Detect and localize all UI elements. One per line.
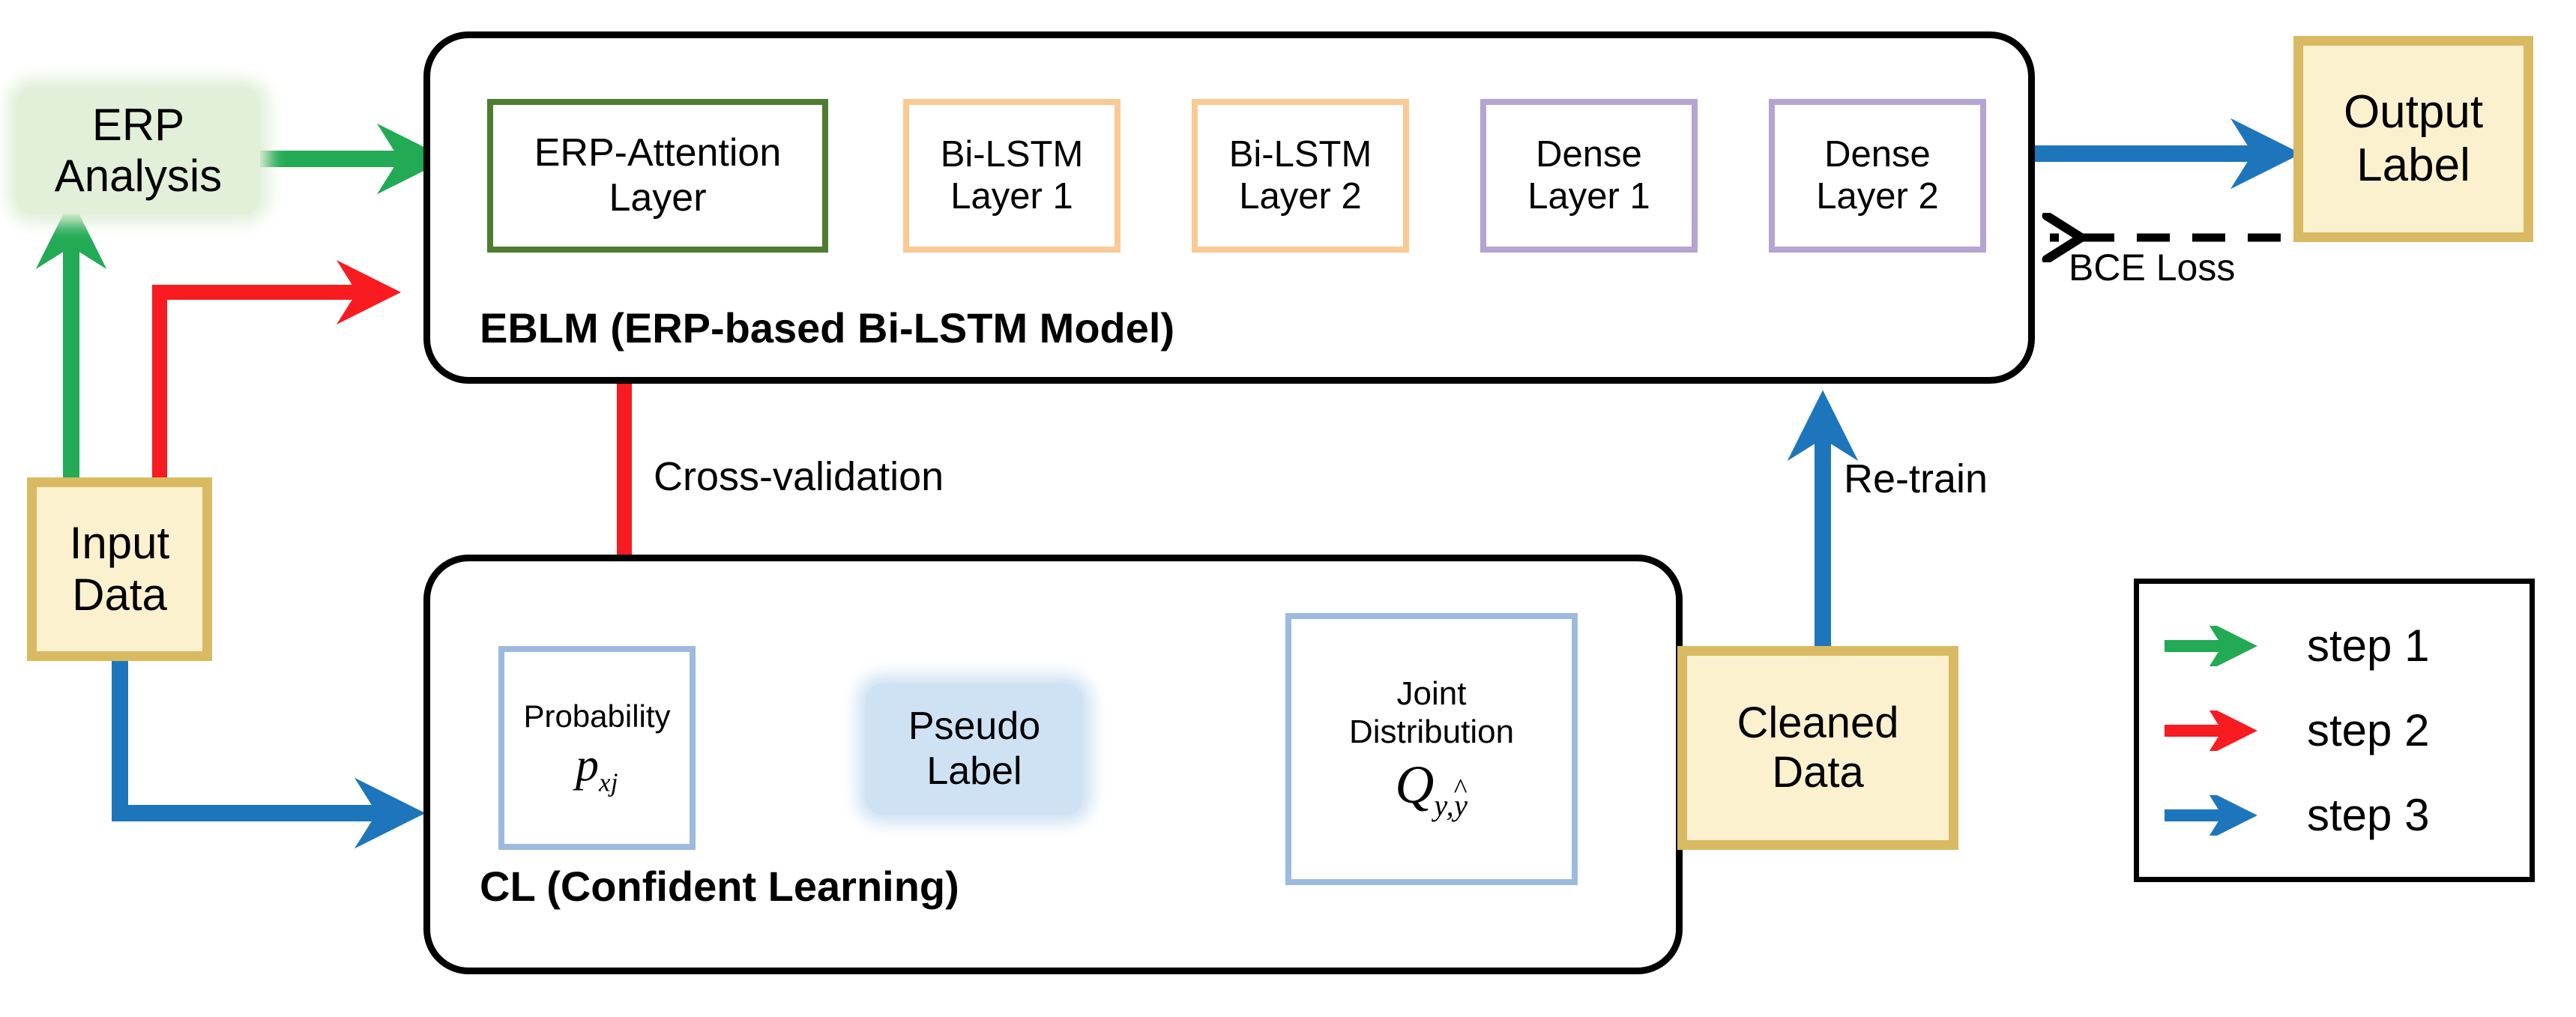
dense2-line2: Layer 2	[1816, 175, 1939, 217]
legend-box: step 1 step 2	[2134, 579, 2535, 882]
node-pseudo-label[interactable]: Pseudo Label	[866, 683, 1083, 815]
edge-label-re-train: Re-train	[1844, 456, 1988, 501]
probability-formula-sub: xj	[598, 767, 619, 797]
joint-sub-y: y,	[1434, 788, 1455, 822]
probability-formula-base: p	[575, 739, 599, 791]
legend-arrow-step-1	[2165, 625, 2258, 666]
output-label-line2: Label	[2356, 139, 2470, 191]
cleaned-data-line2: Data	[1772, 748, 1864, 797]
cl-group-label: CL (Confident Learning)	[480, 863, 959, 910]
legend-item-step-3: step 3	[2162, 789, 2507, 842]
erp-analysis-line2: Analysis	[54, 151, 223, 201]
bilstm1-line1: Bi-LSTM	[940, 133, 1084, 175]
probability-formula: pxj	[576, 739, 618, 797]
legend-label-step-2: step 2	[2307, 705, 2430, 755]
input-data-line2: Data	[72, 569, 167, 620]
input-data-line1: Input	[69, 518, 170, 569]
pseudo-label-line1: Pseudo	[908, 704, 1041, 749]
joint-sub-hat: ^	[1453, 773, 1468, 805]
probability-title: Probability	[523, 698, 671, 734]
output-label-line1: Output	[2343, 85, 2484, 138]
node-cleaned-data[interactable]: Cleaned Data	[1677, 646, 1958, 850]
dense1-line2: Layer 1	[1527, 175, 1650, 217]
bilstm1-line2: Layer 1	[950, 175, 1073, 217]
dense2-line1: Dense	[1824, 133, 1931, 175]
bilstm2-line1: Bi-LSTM	[1228, 133, 1372, 175]
node-dense-layer-1[interactable]: Dense Layer 1	[1480, 99, 1698, 253]
joint-sub-yhat-wrap: ^y	[1454, 773, 1468, 823]
joint-distribution-line2: Distribution	[1348, 713, 1515, 750]
arrow-input-to-cl	[112, 660, 426, 849]
node-erp-attention-layer[interactable]: ERP-Attention Layer	[487, 99, 828, 253]
joint-distribution-formula: Qy,^y	[1395, 754, 1468, 823]
joint-distribution-formula-sub: y,^y	[1434, 773, 1468, 823]
legend-item-step-2: step 2	[2162, 704, 2507, 757]
legend-label-step-3: step 3	[2307, 790, 2430, 840]
cleaned-data-line1: Cleaned	[1737, 698, 1899, 747]
joint-distribution-formula-base: Q	[1395, 754, 1435, 815]
node-input-data[interactable]: Input Data	[27, 477, 212, 661]
arrow-input-to-eblm	[152, 260, 402, 495]
joint-distribution-line1: Joint	[1396, 675, 1467, 713]
node-joint-distribution[interactable]: Joint Distribution Qy,^y	[1285, 613, 1578, 885]
node-output-label[interactable]: Output Label	[2293, 36, 2533, 242]
legend-item-step-1: step 1	[2162, 620, 2507, 672]
pseudo-label-line2: Label	[926, 749, 1022, 793]
erp-analysis-line1: ERP	[91, 99, 185, 150]
node-bilstm-layer-1[interactable]: Bi-LSTM Layer 1	[903, 99, 1120, 253]
node-erp-analysis[interactable]: ERP Analysis	[16, 87, 260, 214]
bilstm2-line2: Layer 2	[1239, 175, 1362, 217]
legend-arrow-step-2	[2165, 710, 2258, 751]
legend-arrow-step-3	[2165, 794, 2258, 836]
node-probability[interactable]: Probability pxj	[498, 646, 696, 850]
node-bilstm-layer-2[interactable]: Bi-LSTM Layer 2	[1192, 99, 1409, 253]
eblm-group-label: EBLM (ERP-based Bi-LSTM Model)	[480, 304, 1175, 351]
node-dense-layer-2[interactable]: Dense Layer 2	[1769, 99, 1986, 253]
dense1-line1: Dense	[1536, 133, 1642, 175]
erp-attention-line1: ERP-Attention	[534, 131, 782, 175]
edge-label-cross-validation: Cross-validation	[654, 454, 944, 499]
legend-label-step-1: step 1	[2307, 621, 2430, 671]
joint-sub-yhat: y	[1454, 788, 1468, 822]
edge-label-bce-loss: BCE Loss	[2069, 247, 2236, 289]
erp-attention-line2: Layer	[609, 175, 707, 220]
